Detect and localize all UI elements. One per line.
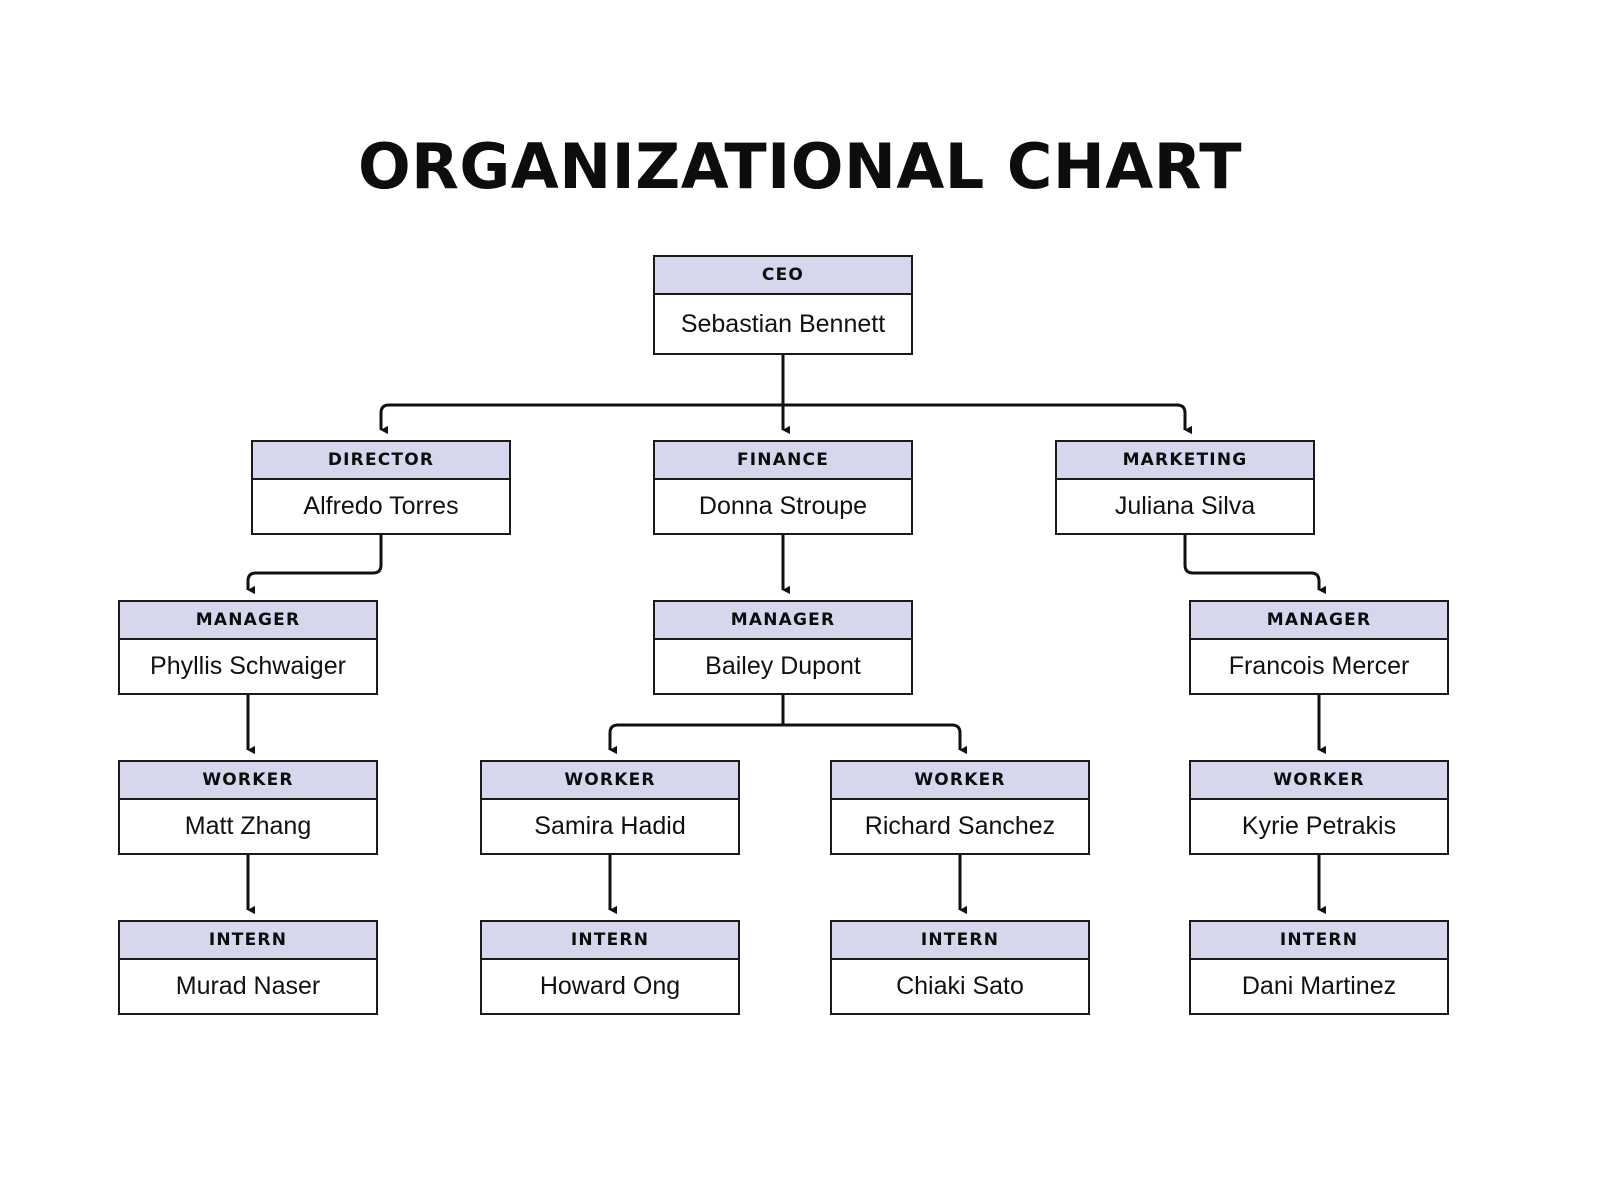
node-manager-c-name: Francois Mercer bbox=[1191, 640, 1447, 693]
node-worker-c[interactable]: WORKER Richard Sanchez bbox=[830, 760, 1090, 855]
node-finance[interactable]: FINANCE Donna Stroupe bbox=[653, 440, 913, 535]
node-worker-a-role: WORKER bbox=[120, 762, 376, 800]
connector-ceo-to-marketing bbox=[783, 403, 1192, 435]
node-marketing-role: MARKETING bbox=[1057, 442, 1313, 480]
node-worker-b-role: WORKER bbox=[482, 762, 738, 800]
node-intern-d[interactable]: INTERN Dani Martinez bbox=[1189, 920, 1449, 1015]
node-ceo-name: Sebastian Bennett bbox=[655, 295, 911, 353]
node-worker-d-name: Kyrie Petrakis bbox=[1191, 800, 1447, 853]
node-ceo[interactable]: CEO Sebastian Bennett bbox=[653, 255, 913, 355]
node-ceo-role: CEO bbox=[655, 257, 911, 295]
node-finance-role: FINANCE bbox=[655, 442, 911, 480]
node-intern-d-name: Dani Martinez bbox=[1191, 960, 1447, 1013]
node-manager-a[interactable]: MANAGER Phyllis Schwaiger bbox=[118, 600, 378, 695]
node-worker-d[interactable]: WORKER Kyrie Petrakis bbox=[1189, 760, 1449, 855]
node-manager-b[interactable]: MANAGER Bailey Dupont bbox=[653, 600, 913, 695]
node-worker-c-role: WORKER bbox=[832, 762, 1088, 800]
connector-director-to-manager-a bbox=[246, 535, 383, 595]
node-marketing[interactable]: MARKETING Juliana Silva bbox=[1055, 440, 1315, 535]
node-worker-a[interactable]: WORKER Matt Zhang bbox=[118, 760, 378, 855]
node-manager-b-role: MANAGER bbox=[655, 602, 911, 640]
node-worker-a-name: Matt Zhang bbox=[120, 800, 376, 853]
node-manager-a-role: MANAGER bbox=[120, 602, 376, 640]
node-finance-name: Donna Stroupe bbox=[655, 480, 911, 533]
node-marketing-name: Juliana Silva bbox=[1057, 480, 1313, 533]
node-worker-b-name: Samira Hadid bbox=[482, 800, 738, 853]
node-intern-b[interactable]: INTERN Howard Ong bbox=[480, 920, 740, 1015]
node-worker-d-role: WORKER bbox=[1191, 762, 1447, 800]
page-title: ORGANIZATIONAL CHART bbox=[357, 130, 1243, 203]
node-intern-a-role: INTERN bbox=[120, 922, 376, 960]
node-intern-b-name: Howard Ong bbox=[482, 960, 738, 1013]
node-intern-c-role: INTERN bbox=[832, 922, 1088, 960]
node-worker-b[interactable]: WORKER Samira Hadid bbox=[480, 760, 740, 855]
node-director[interactable]: DIRECTOR Alfredo Torres bbox=[251, 440, 511, 535]
node-intern-a[interactable]: INTERN Murad Naser bbox=[118, 920, 378, 1015]
node-intern-c-name: Chiaki Sato bbox=[832, 960, 1088, 1013]
node-intern-d-role: INTERN bbox=[1191, 922, 1447, 960]
node-manager-b-name: Bailey Dupont bbox=[655, 640, 911, 693]
node-manager-c-role: MANAGER bbox=[1191, 602, 1447, 640]
node-manager-c[interactable]: MANAGER Francois Mercer bbox=[1189, 600, 1449, 695]
node-director-role: DIRECTOR bbox=[253, 442, 509, 480]
node-director-name: Alfredo Torres bbox=[253, 480, 509, 533]
connector-ceo-to-director bbox=[379, 403, 783, 435]
connector-marketing-to-manager-c bbox=[1183, 535, 1326, 595]
node-intern-a-name: Murad Naser bbox=[120, 960, 376, 1013]
node-worker-c-name: Richard Sanchez bbox=[832, 800, 1088, 853]
node-intern-c[interactable]: INTERN Chiaki Sato bbox=[830, 920, 1090, 1015]
node-intern-b-role: INTERN bbox=[482, 922, 738, 960]
connector-manager-b-to-worker-b bbox=[608, 723, 783, 755]
connector-manager-b-to-worker-c bbox=[783, 723, 967, 755]
node-manager-a-name: Phyllis Schwaiger bbox=[120, 640, 376, 693]
